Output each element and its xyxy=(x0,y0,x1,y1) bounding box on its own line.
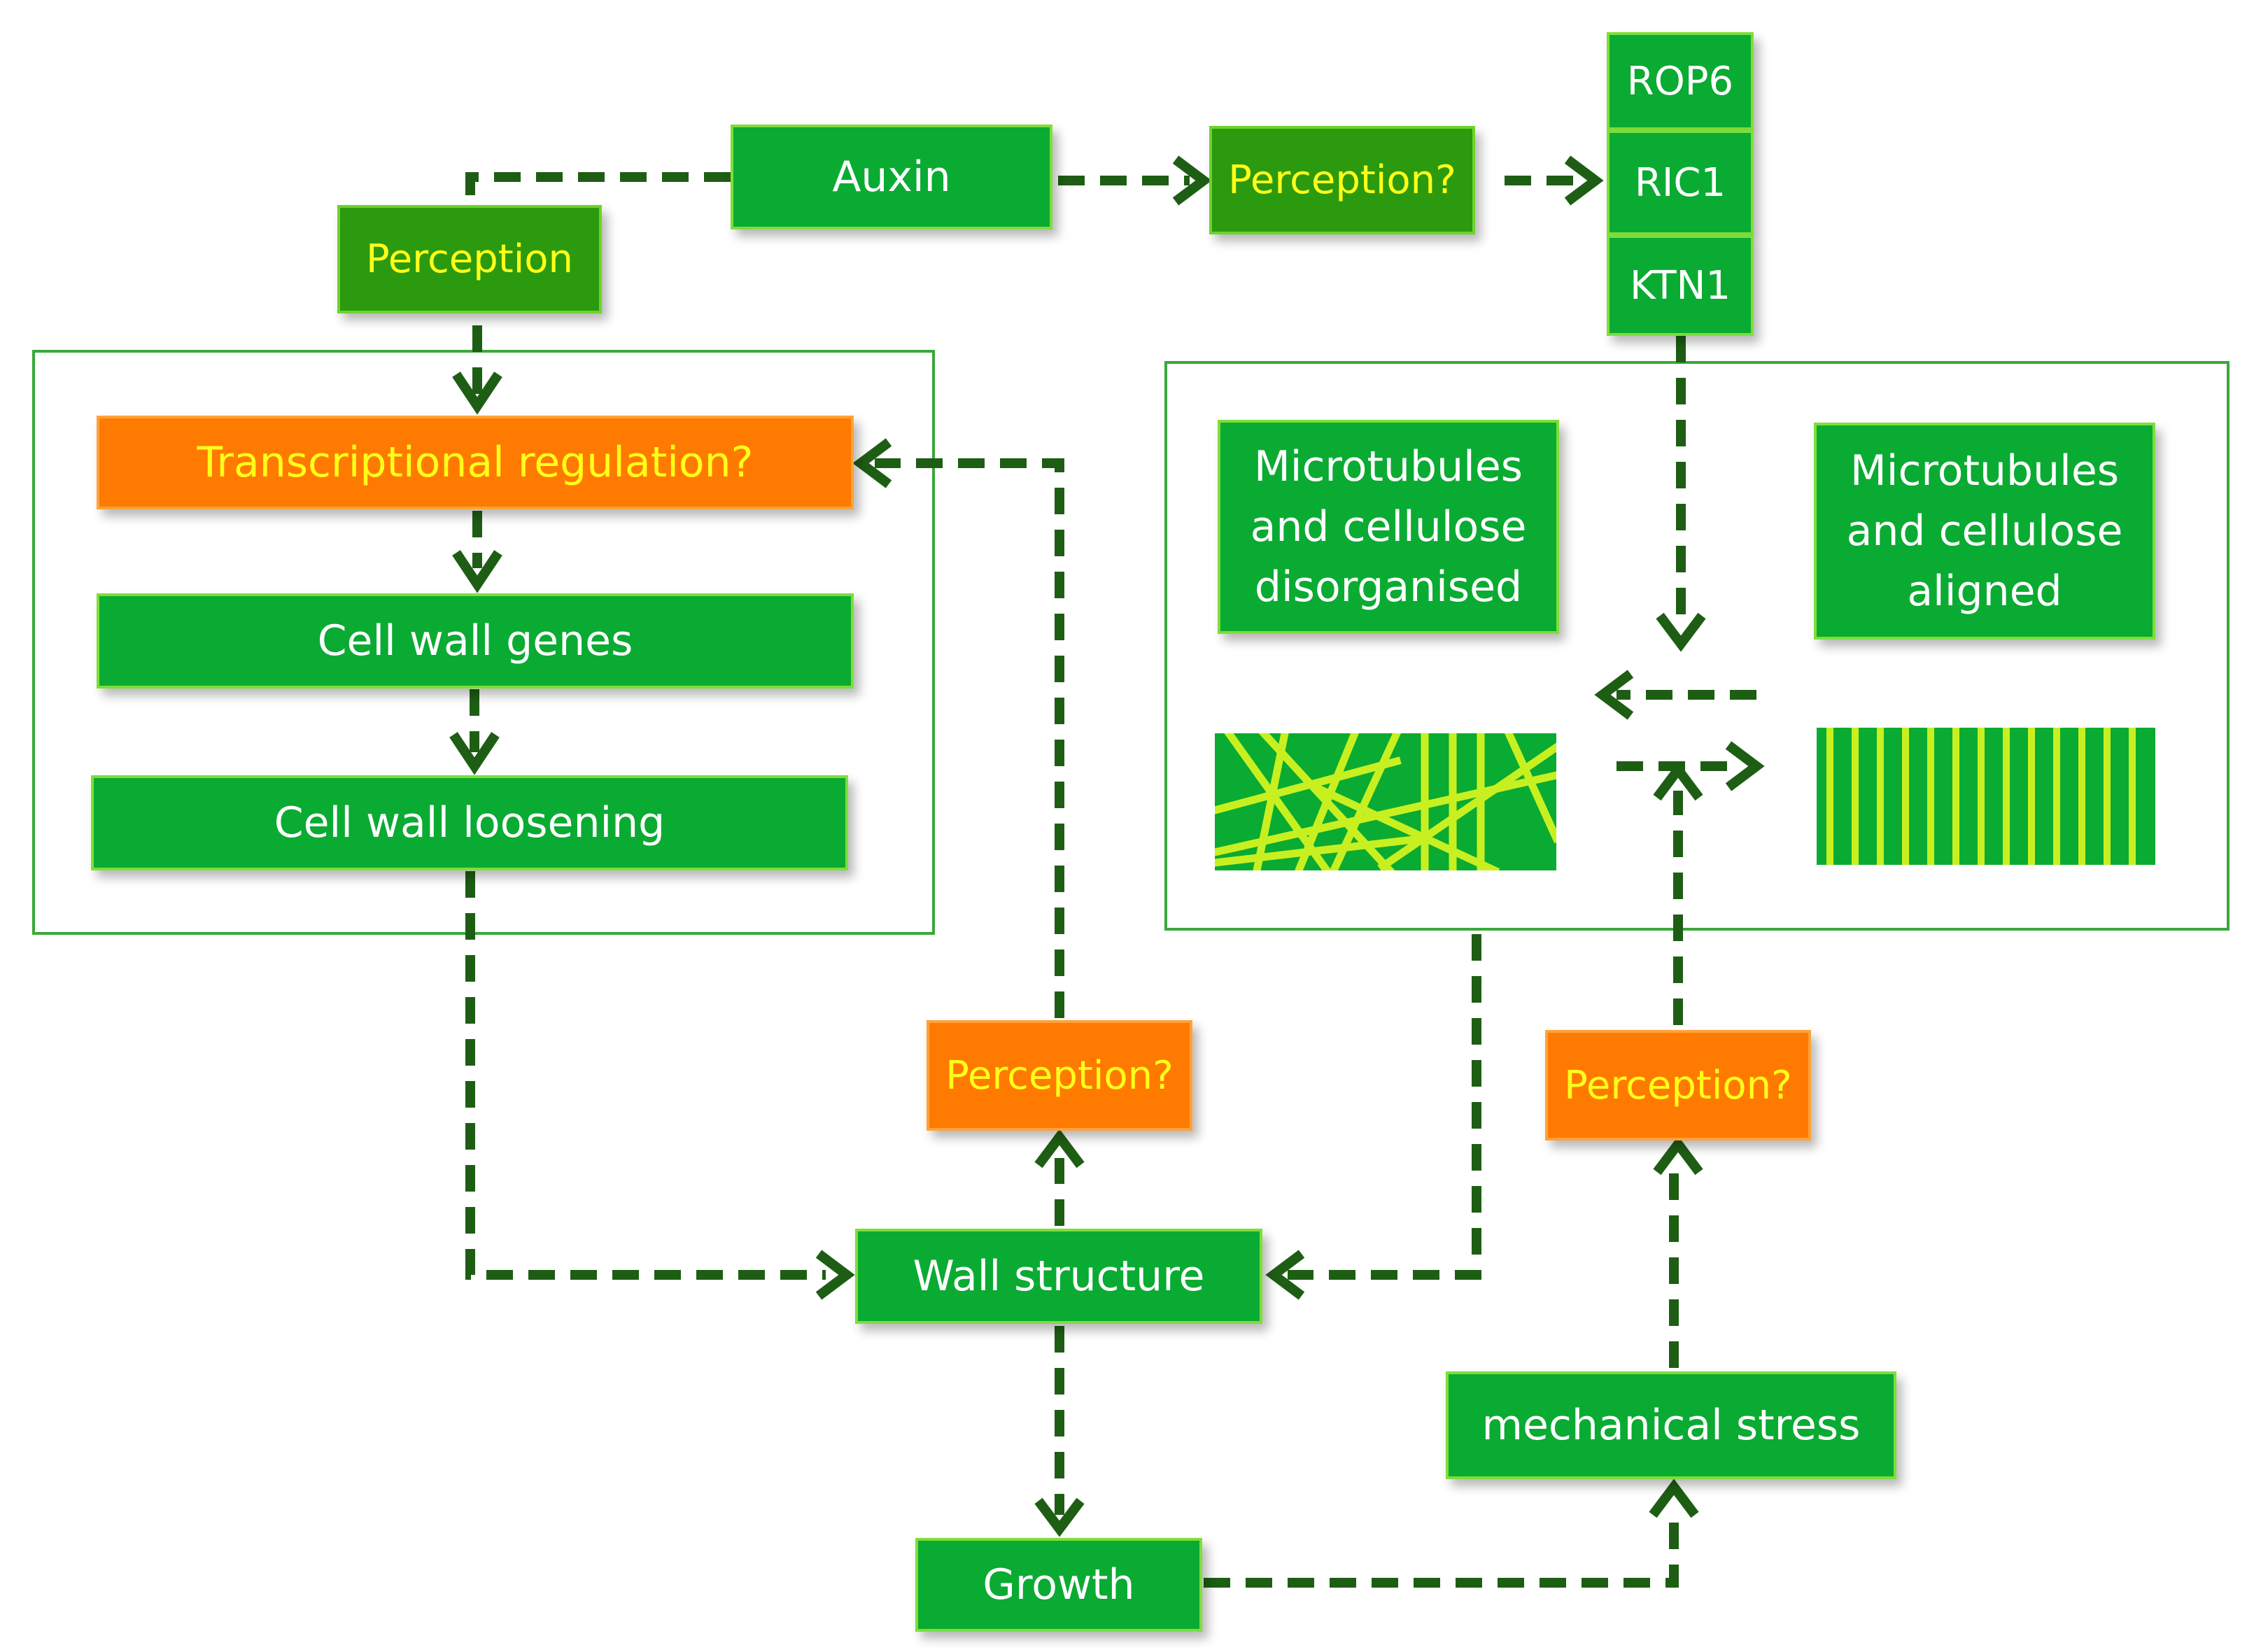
cell-wall-genes-node: Cell wall genes xyxy=(97,593,854,689)
arrowhead-wall-structure-from-right xyxy=(1265,1250,1305,1300)
microtubules-aligned-node: Microtubules and cellulose aligned xyxy=(1814,423,2155,640)
arrowhead-perception-mid-up xyxy=(1034,1129,1085,1169)
rop6-node: ROP6 xyxy=(1607,32,1754,130)
arrowhead-mechanical-stress-up xyxy=(1649,1478,1699,1518)
arrowhead-auxin-right xyxy=(1172,155,1212,206)
arrow-loosening-to-wall-structure xyxy=(465,871,826,1280)
arrowhead-growth-down xyxy=(1034,1497,1085,1537)
arrow-growth-to-mechanical-stress xyxy=(1204,1508,1679,1588)
auxin-node: Auxin xyxy=(731,125,1052,230)
mechanical-stress-node: mechanical stress xyxy=(1446,1371,1896,1479)
microtubules-disorganised-node: Microtubules and cellulose disorganised xyxy=(1218,420,1559,634)
growth-node: Growth xyxy=(915,1538,1202,1632)
perception-node-left: Perception xyxy=(337,205,602,313)
arrow-perception-mid-to-transcription xyxy=(875,458,1064,1018)
arrowhead-perception-right-up xyxy=(1653,1136,1703,1176)
ric1-node: RIC1 xyxy=(1607,130,1754,235)
aligned-fibres-illustration xyxy=(1817,728,2155,865)
arrow-auxin-to-perception xyxy=(465,172,731,210)
arrowhead-aligned-right xyxy=(1725,741,1765,791)
perception-node-top: Perception? xyxy=(1209,126,1475,234)
arrowhead-transcription-down xyxy=(452,550,502,593)
transcriptional-regulation-node: Transcriptional regulation? xyxy=(97,416,854,509)
arrow-microtubules-to-wall-structure xyxy=(1288,934,1481,1280)
arrowhead-microtubules-up xyxy=(1653,761,1703,801)
arrowhead-disorganised-left xyxy=(1594,670,1634,720)
perception-node-right: Perception? xyxy=(1545,1030,1811,1141)
arrowhead-transcription-from-right xyxy=(852,438,892,488)
left-module-frame xyxy=(32,350,935,935)
ktn1-node: KTN1 xyxy=(1607,235,1754,336)
arrowhead-ric1-right xyxy=(1564,155,1604,206)
arrowhead-wall-structure-from-left xyxy=(815,1250,855,1300)
perception-node-middle: Perception? xyxy=(927,1020,1192,1131)
arrowhead-perception-down xyxy=(452,372,502,415)
cell-wall-loosening-node: Cell wall loosening xyxy=(91,775,848,870)
arrowhead-ktn1-down xyxy=(1656,612,1706,652)
arrowhead-genes-down xyxy=(449,732,500,775)
disorganised-fibres-illustration xyxy=(1215,733,1556,870)
wall-structure-node: Wall structure xyxy=(855,1229,1262,1324)
right-module-frame xyxy=(1164,361,2230,931)
